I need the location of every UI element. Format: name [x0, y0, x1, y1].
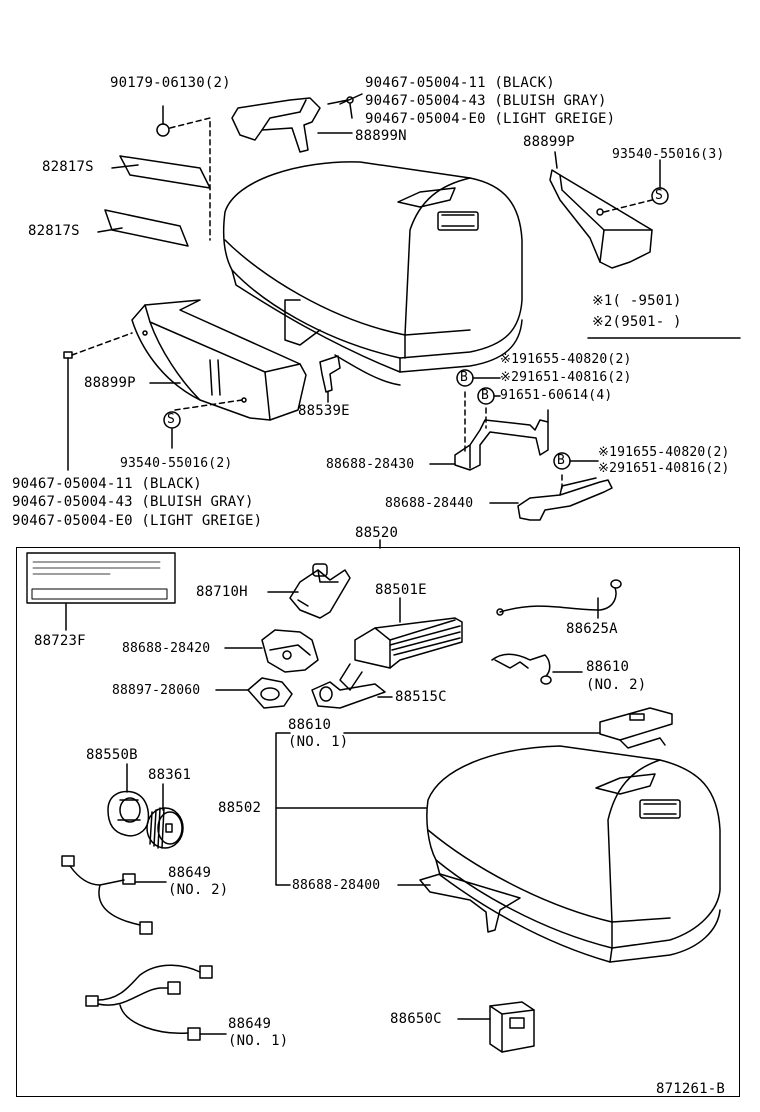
- bracket-88899n: [231, 97, 321, 153]
- label-88539e: 88539E: [298, 403, 350, 419]
- label-191655-b: ※191655-40820(2): [598, 445, 730, 460]
- part-88610-no1: [343, 707, 673, 749]
- label-88361: 88361: [148, 767, 192, 783]
- symbol-b-text-3: B: [557, 453, 565, 468]
- part-88649-no1: [85, 964, 227, 1041]
- label-90179: 90179-06130(2): [110, 75, 231, 91]
- label-88550b: 88550B: [86, 747, 138, 763]
- label-90467-11-bot: 90467-05004-11 (BLACK): [12, 476, 202, 492]
- label-88688-28400: 88688-28400: [292, 878, 381, 893]
- part-88897-28060: [215, 677, 293, 709]
- part-88625a: [496, 579, 622, 619]
- label-88710h: 88710H: [196, 584, 248, 600]
- cover-88899p-lower: [131, 299, 307, 421]
- label-88649-no2-sub: (NO. 2): [168, 882, 229, 898]
- label-88688-28420: 88688-28420: [122, 641, 211, 656]
- label-88688-28440: 88688-28440: [385, 496, 474, 511]
- label-88897: 88897-28060: [112, 683, 201, 698]
- caution-label-88723f: [26, 552, 176, 631]
- label-sheet-82817s: [97, 155, 211, 247]
- clip-90179: [156, 105, 211, 241]
- part-88688-28420: [224, 629, 319, 673]
- label-88650c: 88650C: [390, 1011, 442, 1027]
- label-88723f: 88723F: [34, 633, 86, 649]
- symbol-s-lower: [163, 411, 181, 429]
- label-88610-no2-sub: (NO. 2): [586, 677, 647, 693]
- label-90467-43-top: 90467-05004-43 (BLUISH GRAY): [365, 93, 607, 109]
- part-88649-no2: [61, 855, 167, 935]
- label-88688-28430: 88688-28430: [326, 457, 415, 472]
- label-88899n: 88899N: [355, 128, 407, 144]
- part-88361: [146, 783, 184, 849]
- part-88515c: [311, 681, 393, 709]
- label-88899p-left: 88899P: [84, 375, 136, 391]
- bracket-88688-28440: [489, 474, 613, 521]
- note-1: ※1( -9501): [592, 293, 682, 309]
- label-90467-e0-top: 90467-05004-E0 (LIGHT GREIGE): [365, 111, 616, 127]
- label-88625a: 88625A: [566, 621, 618, 637]
- label-88501e: 88501E: [375, 582, 427, 598]
- label-291651-a: ※291651-40816(2): [500, 370, 632, 385]
- cooler-unit-upper: [222, 161, 523, 386]
- label-191655-a: ※191655-40820(2): [500, 352, 632, 367]
- symbol-b-text-2: B: [481, 388, 489, 403]
- label-93540-top: 93540-55016(3): [612, 147, 725, 162]
- label-88610-no2: 88610: [586, 659, 630, 675]
- symbol-s-upper: [651, 187, 669, 205]
- cover-88899p-upper: [549, 151, 661, 269]
- label-82817s-b: 82817S: [28, 223, 80, 239]
- label-88649-no1: 88649: [228, 1016, 272, 1032]
- label-88520: 88520: [355, 525, 399, 541]
- label-88610-no1: 88610: [288, 717, 332, 733]
- label-88899p-top: 88899P: [523, 134, 575, 150]
- label-90467-43-bot: 90467-05004-43 (BLUISH GRAY): [12, 494, 254, 510]
- bracket-88688-28430: [429, 391, 549, 471]
- assembly-88520-box: [16, 547, 740, 1097]
- part-88650c: [457, 1001, 535, 1053]
- figure-code: 871261-B: [656, 1081, 726, 1097]
- part-88710h: [267, 563, 351, 619]
- label-88610-no1-sub: (NO. 1): [288, 734, 349, 750]
- label-90467-e0-bot: 90467-05004-E0 (LIGHT GREIGE): [12, 513, 263, 529]
- part-88610-no2: [491, 653, 583, 685]
- part-88501e: [339, 597, 463, 691]
- symbol-s-text-lower: S: [167, 412, 175, 427]
- label-82817s-a: 82817S: [42, 159, 94, 175]
- grommet-88539e: [319, 355, 341, 403]
- label-90467-11-top: 90467-05004-11 (BLACK): [365, 75, 555, 91]
- symbol-b-text-1: B: [460, 370, 468, 385]
- label-88649-no2: 88649: [168, 865, 212, 881]
- label-88515c: 88515C: [395, 689, 447, 705]
- label-291651-b: ※291651-40816(2): [598, 461, 730, 476]
- label-93540-left: 93540-55016(2): [120, 456, 233, 471]
- label-88502: 88502: [218, 800, 262, 816]
- symbol-s-text-upper: S: [655, 188, 663, 203]
- label-91651: 91651-60614(4): [500, 388, 613, 403]
- note-2: ※2(9501- ): [592, 314, 682, 330]
- label-88649-no1-sub: (NO. 1): [228, 1033, 289, 1049]
- cooler-unit-lower: [419, 745, 721, 963]
